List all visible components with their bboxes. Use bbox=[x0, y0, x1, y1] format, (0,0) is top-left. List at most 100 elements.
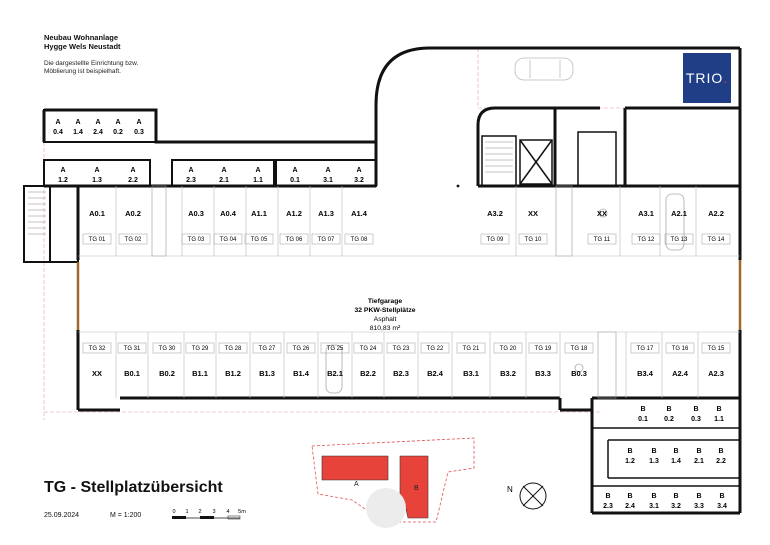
tg-number-box bbox=[320, 342, 350, 354]
tg-number-box bbox=[252, 342, 282, 354]
storage-number: 1.3 bbox=[92, 177, 102, 184]
scale-tick-label: 5m bbox=[238, 509, 246, 515]
tg-number: TG 20 bbox=[500, 346, 517, 352]
tg-number-box bbox=[286, 342, 316, 354]
north-arrow-icon: N bbox=[507, 482, 547, 510]
storage-letter: B bbox=[666, 406, 671, 413]
tg-number-box bbox=[665, 342, 695, 354]
tg-number-box bbox=[152, 342, 182, 354]
parking-space-label: B1.3 bbox=[259, 369, 275, 378]
tg-number: TG 24 bbox=[360, 346, 377, 352]
parking-space-label: A3.2 bbox=[487, 209, 503, 218]
tg-number: TG 08 bbox=[351, 237, 368, 243]
storage-number: 1.3 bbox=[649, 458, 659, 465]
tg-number-box bbox=[117, 342, 147, 354]
tg-number-box bbox=[518, 233, 548, 245]
storage-letter: B bbox=[673, 448, 678, 455]
storage-letter: A bbox=[94, 167, 99, 174]
storage-number: 2.2 bbox=[128, 177, 138, 184]
parking-space-label: B3.4 bbox=[637, 369, 654, 378]
storage-number: 1.4 bbox=[73, 129, 83, 136]
storage-number: 0.1 bbox=[638, 416, 648, 423]
storage-letter: A bbox=[130, 167, 135, 174]
tg-number-box bbox=[185, 342, 215, 354]
parking-space-label: B1.2 bbox=[225, 369, 241, 378]
trio-logo: TRIO. bbox=[683, 53, 731, 103]
storage-number: 1.4 bbox=[671, 458, 681, 465]
storage-number: 2.3 bbox=[603, 503, 613, 510]
tg-number-box bbox=[701, 342, 731, 354]
storage-letter: A bbox=[188, 167, 193, 174]
storage-letter: A bbox=[255, 167, 260, 174]
parking-space-label: B0.2 bbox=[159, 369, 175, 378]
garage-count: 32 PKW-Stellplätze bbox=[354, 307, 415, 314]
parking-space-label: A3.1 bbox=[638, 209, 654, 218]
page-title: TG - Stellplatzübersicht bbox=[44, 479, 223, 496]
parking-space-label: A0.4 bbox=[220, 209, 237, 218]
tg-number: TG 04 bbox=[220, 237, 237, 243]
tg-number: TG 29 bbox=[192, 346, 209, 352]
tg-number: TG 22 bbox=[427, 346, 444, 352]
scale-tick-label: 0 bbox=[172, 509, 175, 515]
tg-number-box bbox=[218, 342, 248, 354]
tg-number: TG 23 bbox=[393, 346, 410, 352]
tg-number-box bbox=[587, 233, 617, 245]
storage-number: 2.1 bbox=[694, 458, 704, 465]
parking-space-label: XX bbox=[528, 209, 538, 218]
storage-letter: B bbox=[719, 493, 724, 500]
storage-letter: A bbox=[356, 167, 361, 174]
parking-space-label: A1.3 bbox=[318, 209, 334, 218]
storage-number: 2.3 bbox=[186, 177, 196, 184]
stair-steps-left bbox=[28, 191, 46, 235]
logo-text: TRIO bbox=[685, 70, 724, 86]
parking-space-label: A1.4 bbox=[351, 209, 368, 218]
tg-number-box bbox=[82, 342, 112, 354]
tg-number-box bbox=[118, 233, 148, 245]
garage-name: Tiefgarage bbox=[368, 298, 402, 305]
tg-number-box bbox=[456, 342, 486, 354]
left-stair bbox=[23, 185, 79, 263]
tg-number-box bbox=[493, 342, 523, 354]
bay-lines-bottom bbox=[78, 331, 740, 398]
parking-space-label: B3.2 bbox=[500, 369, 516, 378]
tg-number-box bbox=[631, 233, 661, 245]
storage-number: 1.1 bbox=[714, 416, 724, 423]
tg-number: TG 30 bbox=[159, 346, 176, 352]
parking-space-label: B3.1 bbox=[463, 369, 479, 378]
parking-space-label: B2.1 bbox=[327, 369, 343, 378]
bay-lines-top bbox=[78, 186, 740, 257]
tg-number: TG 06 bbox=[286, 237, 303, 243]
storage-letter: B bbox=[651, 493, 656, 500]
stair-steps-core bbox=[485, 141, 513, 173]
parking-space-label: A0.2 bbox=[125, 209, 141, 218]
tg-number-box bbox=[279, 233, 309, 245]
parking-space-label: A1.1 bbox=[251, 209, 267, 218]
storage-number: 3.1 bbox=[649, 503, 659, 510]
parking-space-label: XX bbox=[597, 209, 607, 218]
storage-number: 3.4 bbox=[717, 503, 727, 510]
scale-tick-label: 3 bbox=[212, 509, 215, 515]
scale-tick-label: 1 bbox=[185, 509, 188, 515]
tg-number: TG 26 bbox=[293, 346, 310, 352]
tg-number-box bbox=[630, 342, 660, 354]
site-label-a: A bbox=[354, 481, 359, 488]
parking-space-label: B0.3 bbox=[571, 369, 587, 378]
storage-letter: A bbox=[55, 119, 60, 126]
storage-letter: B bbox=[716, 406, 721, 413]
parking-space-label: B1.1 bbox=[192, 369, 208, 378]
tg-number-box bbox=[344, 233, 374, 245]
storage-letter: B bbox=[696, 493, 701, 500]
storage-number: 0.2 bbox=[664, 416, 674, 423]
tg-number: TG 09 bbox=[487, 237, 504, 243]
tg-number: TG 17 bbox=[637, 346, 654, 352]
tg-number-box bbox=[701, 233, 731, 245]
site-plan: A B bbox=[311, 437, 475, 528]
parking-space-label: A2.3 bbox=[708, 369, 724, 378]
tg-number-box bbox=[181, 233, 211, 245]
tg-number-box bbox=[311, 233, 341, 245]
storage-number: 2.4 bbox=[625, 503, 635, 510]
parking-space-label: A2.4 bbox=[672, 369, 689, 378]
parking-space-label: XX bbox=[92, 369, 102, 378]
